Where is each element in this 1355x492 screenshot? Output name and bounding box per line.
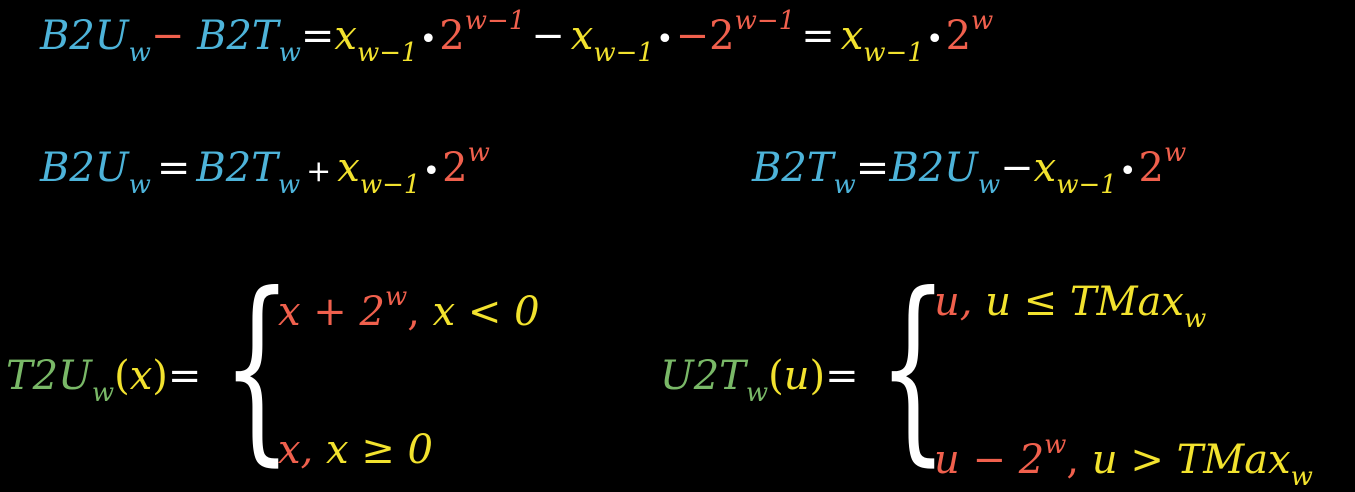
- dot-operator: •: [419, 22, 438, 57]
- term-b2u: B2U: [40, 145, 129, 191]
- term-x: x: [334, 13, 357, 59]
- equals-sign: =: [156, 145, 191, 191]
- term-b2t: B2T: [752, 145, 834, 191]
- function-name: U2T: [660, 353, 746, 399]
- term-two: 2: [439, 13, 465, 59]
- equation-b2u: B2Uw=B2Tw+xw−1•2w: [40, 138, 490, 200]
- term-x: x: [337, 145, 360, 191]
- dot-operator: •: [1118, 154, 1137, 189]
- dot-operator: •: [925, 22, 944, 57]
- term-two: 2: [945, 13, 972, 59]
- equals-sign: =: [855, 145, 890, 191]
- t2u-case-1: x + 2w, x < 0: [278, 282, 540, 335]
- t2u-case-2: x, x ≥ 0: [278, 427, 433, 473]
- term-x: x: [840, 13, 864, 59]
- equals-sign: =: [300, 13, 335, 59]
- dot-operator: •: [655, 22, 674, 57]
- minus-sign: −: [150, 13, 185, 59]
- left-brace-icon: {: [878, 251, 948, 484]
- plus-sign: +: [306, 154, 332, 189]
- u2t-lhs: U2Tw(u)=: [660, 353, 859, 408]
- term-b2t: B2T: [197, 13, 279, 59]
- t2u-lhs: T2Uw(x)=: [6, 353, 202, 408]
- term-x: x: [1033, 145, 1057, 191]
- dot-operator: •: [422, 154, 441, 189]
- equation-difference: B2Uw− B2Tw=xw−1•2w−1−xw−1•−2w−1=xw−1•2w: [40, 6, 994, 68]
- term-two: 2: [1138, 145, 1164, 191]
- equation-b2t: B2Tw=B2Uw−xw−1•2w: [752, 138, 1187, 200]
- term-b2u: B2U: [40, 13, 129, 59]
- left-brace-icon: {: [222, 251, 292, 484]
- term-two: 2: [442, 145, 468, 191]
- u2t-case-1: u, u ≤ TMaxw: [934, 279, 1207, 334]
- equals-sign: =: [167, 353, 202, 399]
- equals-sign: =: [801, 13, 835, 59]
- function-name: T2U: [6, 353, 92, 399]
- term-x: x: [570, 13, 594, 59]
- term-b2u: B2U: [889, 145, 978, 191]
- term-neg-two: −2: [675, 13, 735, 59]
- minus-sign: −: [1000, 145, 1034, 191]
- minus-sign: −: [531, 13, 565, 59]
- equals-sign: =: [825, 353, 859, 399]
- u2t-case-2: u − 2w, u > TMaxw: [934, 430, 1313, 492]
- term-b2t: B2T: [196, 145, 278, 191]
